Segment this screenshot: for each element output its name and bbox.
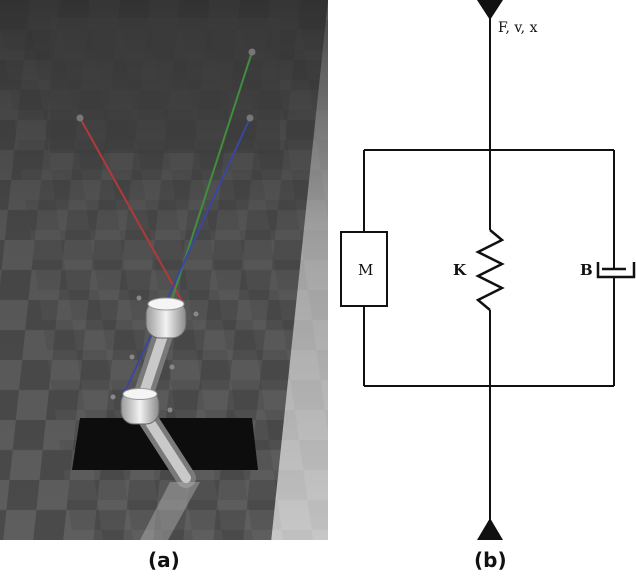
force-velocity-position-label: F, v, x: [498, 20, 538, 36]
mechanical-model-panel: F, v, x M K B: [330, 0, 636, 545]
blue-link-endpoint: [246, 114, 254, 122]
red-link-line: [79, 117, 184, 304]
panel-b-caption: (b): [474, 548, 507, 572]
red-link-endpoint: [76, 114, 84, 122]
mass-block: [340, 231, 388, 307]
spring-label: K: [453, 261, 467, 279]
spring-symbol: [475, 229, 505, 311]
back-wall: [50, 18, 280, 153]
green-link-endpoint: [248, 48, 256, 56]
damper-cylinder: [596, 262, 636, 279]
bottom-arrow-head: [477, 518, 503, 540]
mass-spring-damper-diagram: F, v, x M K B: [340, 0, 636, 540]
simulation-scene: [0, 0, 328, 540]
blue-link-line: [121, 117, 251, 399]
leg-model: [110, 295, 199, 488]
floor-reflection: [140, 482, 200, 540]
simulation-panel: [0, 0, 328, 540]
mass-label: M: [358, 261, 373, 279]
top-arrow-head: [477, 0, 503, 20]
panel-a-caption: (a): [148, 548, 180, 572]
damper-label: B: [580, 261, 593, 279]
